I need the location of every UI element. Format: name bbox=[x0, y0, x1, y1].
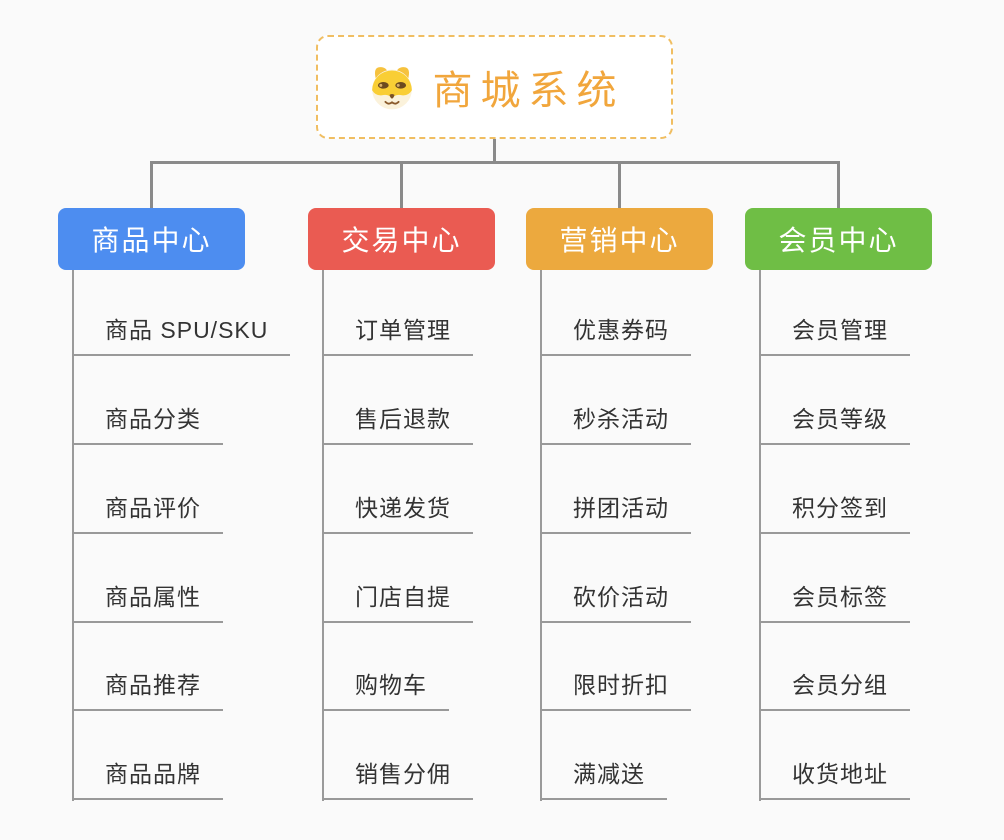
node-item[interactable]: 会员分组 bbox=[759, 670, 910, 711]
connector-bus bbox=[150, 161, 839, 164]
connector-drop-2 bbox=[400, 161, 403, 208]
node-item[interactable]: 购物车 bbox=[322, 670, 449, 711]
root-title: 商城系统 bbox=[432, 69, 625, 113]
node-item[interactable]: 商品评价 bbox=[72, 493, 223, 534]
connector-drop-4 bbox=[837, 161, 840, 208]
dog-face-icon bbox=[365, 63, 419, 111]
node-item[interactable]: 商品 SPU/SKU bbox=[72, 315, 291, 356]
connector-drop-1 bbox=[150, 161, 153, 208]
branch-box-product[interactable]: 商品中心 bbox=[58, 208, 245, 270]
node-item[interactable]: 会员管理 bbox=[759, 315, 910, 356]
root-node[interactable]: 商城系统 bbox=[316, 35, 673, 139]
node-item[interactable]: 商品属性 bbox=[72, 582, 223, 623]
trunk-trade bbox=[322, 270, 324, 801]
branch-box-member[interactable]: 会员中心 bbox=[745, 208, 932, 270]
branch-box-trade[interactable]: 交易中心 bbox=[308, 208, 495, 270]
node-item[interactable]: 商品分类 bbox=[72, 404, 223, 445]
node-item[interactable]: 商品推荐 bbox=[72, 670, 223, 711]
connector-root-drop bbox=[493, 138, 496, 164]
branch-box-marketing[interactable]: 营销中心 bbox=[526, 208, 713, 270]
trunk-marketing bbox=[540, 270, 542, 801]
node-item[interactable]: 售后退款 bbox=[322, 404, 473, 445]
node-item[interactable]: 优惠券码 bbox=[540, 315, 691, 356]
node-item[interactable]: 会员等级 bbox=[759, 404, 910, 445]
trunk-product bbox=[72, 270, 74, 801]
node-item[interactable]: 拼团活动 bbox=[540, 493, 691, 534]
node-item[interactable]: 限时折扣 bbox=[540, 670, 691, 711]
node-item[interactable]: 积分签到 bbox=[759, 493, 910, 534]
node-item[interactable]: 会员标签 bbox=[759, 582, 910, 623]
node-item[interactable]: 秒杀活动 bbox=[540, 404, 691, 445]
node-item[interactable]: 商品品牌 bbox=[72, 759, 223, 800]
node-item[interactable]: 门店自提 bbox=[322, 582, 473, 623]
node-item[interactable]: 销售分佣 bbox=[322, 759, 473, 800]
node-item[interactable]: 订单管理 bbox=[322, 315, 473, 356]
node-item[interactable]: 收货地址 bbox=[759, 759, 910, 800]
node-item[interactable]: 快递发货 bbox=[322, 493, 473, 534]
node-item[interactable]: 满减送 bbox=[540, 759, 667, 800]
trunk-member bbox=[759, 270, 761, 801]
connector-drop-3 bbox=[618, 161, 621, 208]
node-item[interactable]: 砍价活动 bbox=[540, 582, 691, 623]
